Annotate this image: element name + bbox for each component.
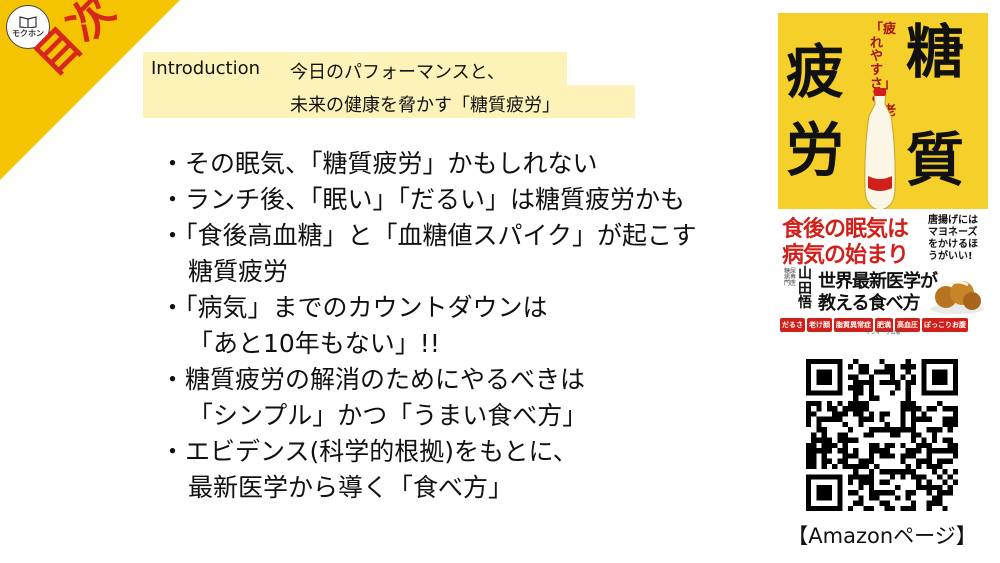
cover-subhead: 世界最新医学が bbox=[818, 271, 938, 292]
cover-tag: 高血圧 bbox=[895, 318, 920, 332]
bullet-item: ・その眠気、「糖質疲労」かもしれない bbox=[160, 149, 598, 178]
cover-tag-list: だるさ 老け顔 脂質異常症 肥満 高血圧 ぽっこりお腹 bbox=[780, 318, 986, 332]
cover-subhead: 教える食べ方 bbox=[818, 293, 920, 314]
book-cover[interactable]: 疲 労 糖 質 「疲れやすさ」と「老化」の正体 食後の眠気は 病気の始まり 唐揚… bbox=[778, 13, 988, 338]
bullet-continuation: 最新医学から導く「食べ方」 bbox=[188, 473, 514, 502]
bullet-item: ・糖質疲労の解消のためにやるべきは bbox=[160, 365, 586, 394]
cover-author-note: 糖尿病専門医 bbox=[784, 268, 797, 287]
cover-title-char: 質 bbox=[906, 126, 965, 194]
bullet-continuation: 「シンプル」かつ「うまい食べ方」 bbox=[188, 401, 588, 430]
logo-text: モクホン bbox=[12, 29, 44, 38]
cover-publisher: サンマーク出版 bbox=[865, 330, 901, 336]
bullet-list: ・その眠気、「糖質疲労」かもしれない ・ランチ後、「眠い」「だるい」は糖質疲労か… bbox=[160, 146, 770, 506]
cover-title-area: 疲 労 糖 質 「疲れやすさ」と「老化」の正体 bbox=[778, 13, 988, 211]
bullet-item: ・エビデンス(科学的根拠)をもとに、 bbox=[160, 437, 578, 466]
chapter-header: Introduction 今日のパフォーマンスと、 未来の健康を脅かす「糖質疲労… bbox=[143, 52, 635, 118]
intro-label: Introduction bbox=[151, 58, 261, 79]
highlight-band bbox=[143, 52, 567, 85]
cover-tag: 肥満 bbox=[875, 318, 893, 332]
cover-author: 山田悟 bbox=[798, 266, 812, 312]
mokuhon-logo[interactable]: モクホン bbox=[6, 5, 50, 49]
cover-tag: ぽっこりお腹 bbox=[922, 318, 968, 332]
cover-tag: だるさ bbox=[780, 318, 805, 332]
chapter-title-line: 今日のパフォーマンスと、 bbox=[290, 62, 505, 83]
amazon-page-link[interactable]: 【Amazonページ】 bbox=[787, 524, 977, 548]
cover-title-char: 糖 bbox=[906, 18, 965, 86]
chapter-title-line: 未来の健康を脅かす「糖質疲労」 bbox=[290, 95, 560, 116]
book-icon bbox=[19, 16, 37, 28]
fried-chicken-icon bbox=[930, 280, 984, 314]
mayonnaise-bottle-icon bbox=[864, 88, 896, 211]
highlight-band bbox=[143, 85, 635, 118]
amazon-qr-code[interactable] bbox=[806, 359, 958, 511]
cover-tag: 脂質異常症 bbox=[834, 318, 873, 332]
cover-title-char: 労 bbox=[786, 116, 845, 184]
cover-lower-area: 食後の眠気は 病気の始まり 唐揚げにはマヨネーズをかけるほうがいい! 糖尿病専門… bbox=[778, 209, 988, 338]
cover-side-text: 唐揚げにはマヨネーズをかけるほうがいい! bbox=[928, 215, 978, 262]
bullet-continuation: 「あと10年もない」!! bbox=[188, 329, 440, 358]
cover-title-char: 疲 bbox=[786, 38, 845, 106]
cover-headline: 食後の眠気は bbox=[782, 217, 909, 242]
qr-modules bbox=[806, 359, 958, 511]
cover-headline: 病気の始まり bbox=[782, 243, 909, 268]
bullet-item: ・「病気」までのカウントダウンは bbox=[160, 293, 548, 322]
bullet-item: ・ランチ後、「眠い」「だるい」は糖質疲労かも bbox=[160, 185, 686, 214]
cover-tag: 老け顔 bbox=[807, 318, 832, 332]
bullet-item: ・「食後高血糖」と「血糖値スパイク」が起こす bbox=[160, 221, 697, 250]
bullet-continuation: 糖質疲労 bbox=[188, 257, 289, 286]
